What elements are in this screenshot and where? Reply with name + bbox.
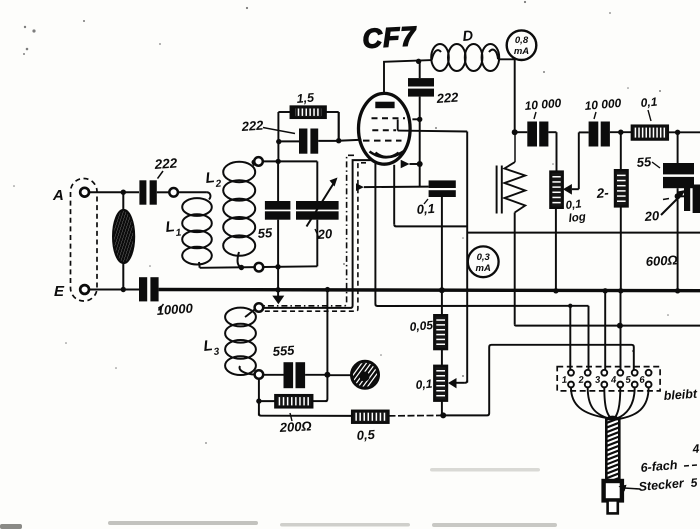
svg-text:3: 3 — [595, 375, 602, 386]
svg-text:10000: 10000 — [156, 300, 194, 318]
svg-text:55: 55 — [636, 154, 652, 170]
svg-text:55: 55 — [257, 225, 273, 241]
svg-text:2: 2 — [577, 375, 585, 387]
svg-text:4: 4 — [610, 375, 618, 387]
svg-text:CF7: CF7 — [362, 21, 418, 54]
svg-text:E: E — [54, 283, 65, 300]
svg-text:1: 1 — [561, 375, 567, 386]
svg-text:10 000: 10 000 — [584, 96, 622, 113]
svg-text:222: 222 — [240, 117, 264, 134]
svg-text:0,3: 0,3 — [477, 252, 491, 263]
svg-text:0,5: 0,5 — [356, 427, 376, 443]
svg-text:222: 222 — [435, 89, 459, 106]
svg-text:log: log — [568, 211, 586, 225]
svg-text:10 000: 10 000 — [524, 96, 562, 113]
svg-text:6-fach: 6-fach — [640, 458, 678, 475]
svg-text:2-: 2- — [595, 185, 610, 201]
svg-text:20: 20 — [316, 226, 333, 242]
svg-text:D: D — [462, 28, 474, 45]
svg-text:0,05: 0,05 — [409, 318, 434, 334]
svg-text:mA: mA — [514, 46, 529, 57]
svg-text:bleibt: bleibt — [663, 387, 698, 403]
svg-text:A: A — [52, 187, 64, 204]
svg-text:Stecker: Stecker — [638, 476, 685, 494]
svg-text:600Ω: 600Ω — [645, 252, 678, 269]
svg-text:L: L — [165, 218, 176, 236]
svg-text:L: L — [205, 169, 216, 187]
svg-text:L: L — [203, 337, 214, 355]
svg-text:20: 20 — [643, 208, 660, 224]
svg-text:5: 5 — [690, 475, 698, 490]
svg-text:0,1: 0,1 — [565, 198, 582, 212]
svg-text:4: 4 — [691, 441, 700, 456]
svg-text:6: 6 — [639, 375, 646, 386]
svg-text:1,5: 1,5 — [296, 90, 316, 106]
svg-text:0,1: 0,1 — [416, 201, 435, 217]
svg-text:2: 2 — [214, 178, 222, 190]
svg-text:3: 3 — [213, 346, 220, 358]
svg-text:0,1: 0,1 — [415, 377, 433, 392]
svg-text:200Ω: 200Ω — [278, 418, 312, 435]
svg-text:mA: mA — [476, 263, 491, 274]
svg-text:0,1: 0,1 — [640, 95, 658, 110]
svg-text:5: 5 — [625, 375, 632, 386]
svg-text:0,8: 0,8 — [515, 35, 529, 46]
svg-text:222: 222 — [153, 155, 178, 172]
svg-text:1: 1 — [175, 227, 182, 239]
svg-text:555: 555 — [272, 342, 295, 359]
